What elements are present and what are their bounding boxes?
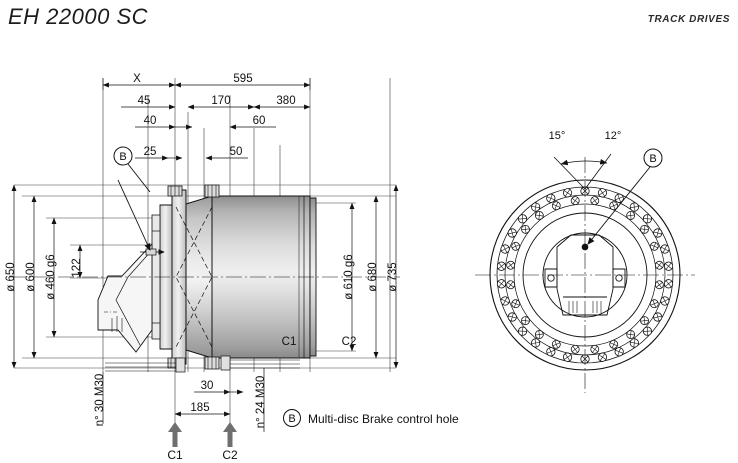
dim-d610g6 — [316, 202, 356, 352]
legend-symbol-letter: B — [288, 413, 295, 425]
callout-b-section[interactable] — [113, 146, 151, 193]
section-arrow-c1[interactable] — [168, 422, 182, 447]
dim-label-122: 122 — [71, 258, 83, 277]
dim-label-595: 595 — [233, 73, 252, 85]
dim-label-d735: ø 735 — [387, 262, 399, 291]
end-view — [475, 153, 695, 393]
dim-label-30: 30 — [201, 380, 214, 392]
dim-label-380: 380 — [276, 95, 295, 107]
motor-housing — [97, 242, 153, 353]
dim-label-d680: ø 680 — [367, 262, 379, 291]
dim-label-x: X — [133, 73, 141, 85]
bolt-circle-inner — [505, 195, 665, 355]
section-arrow-c2[interactable] — [223, 422, 237, 447]
callout-b-leader — [117, 179, 151, 251]
dim-label-185: 185 — [190, 402, 209, 414]
mounting-threads — [105, 355, 300, 373]
dim-label-d600: ø 600 — [25, 262, 37, 291]
thread-note-left: n° 30 M30 — [94, 374, 106, 427]
callout-b-endview[interactable] — [587, 148, 663, 245]
category-label: TRACK DRIVES — [647, 14, 730, 25]
dim-label-d610g6: ø 610 g6 — [343, 254, 355, 299]
callout-b-section-label: B — [119, 151, 126, 163]
dim-label-50: 50 — [230, 146, 243, 158]
label-c2-body: C2 — [342, 336, 357, 348]
page-title: EH 22000 SC — [8, 4, 149, 29]
dim-label-60: 60 — [253, 115, 266, 127]
dim-label-d460g6: ø 460 g6 — [45, 254, 57, 299]
label-c2-arrow: C2 — [222, 448, 238, 462]
label-c1-arrow: C1 — [167, 448, 183, 462]
dim-label-45: 45 — [138, 95, 151, 107]
angle-dimension-lines — [553, 153, 612, 190]
dim-ticks — [102, 78, 311, 90]
angle-label-12: 12° — [605, 130, 622, 142]
legend-text: Multi-disc Brake control hole — [308, 412, 459, 426]
legend-symbol-b — [283, 409, 301, 427]
brake-port-fitting — [140, 248, 165, 256]
thread-note-right: n° 24 M30 — [255, 376, 267, 429]
dim-label-d650: ø 650 — [5, 262, 17, 291]
angle-label-15: 15° — [549, 130, 566, 142]
dim-label-25: 25 — [144, 146, 157, 158]
thread-note-lines — [102, 368, 265, 432]
dim-label-170: 170 — [211, 95, 230, 107]
callout-b-endview-label: B — [649, 153, 656, 165]
dim-label-40: 40 — [144, 115, 157, 127]
label-c1-body: C1 — [282, 336, 297, 348]
